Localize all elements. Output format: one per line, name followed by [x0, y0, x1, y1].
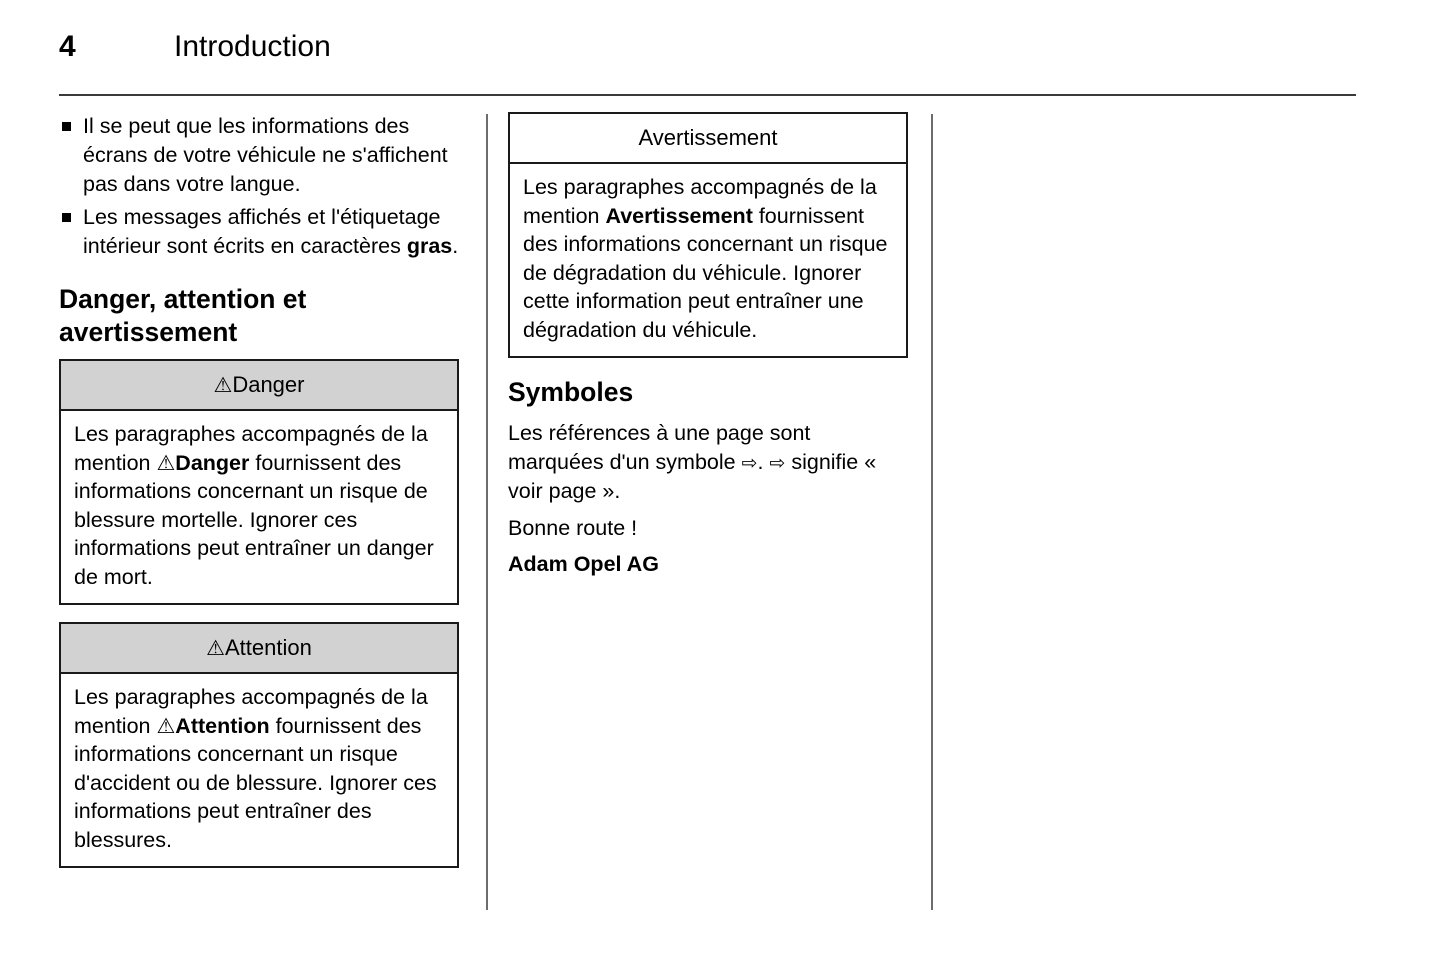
- column-separator-1: [486, 114, 488, 910]
- symboles-paragraph: Les références à une page sont marquées …: [508, 419, 908, 506]
- notice-title: Danger: [232, 372, 305, 397]
- warning-triangle-icon: ⚠: [156, 714, 176, 738]
- notice-header-danger: ⚠Danger: [61, 361, 457, 411]
- notice-body-part2: fournissent des informations concernant …: [74, 713, 437, 852]
- notice-box-avertissement: Avertissement Les paragraphes accompagné…: [508, 112, 908, 358]
- square-bullet-icon: [62, 122, 71, 131]
- notice-box-attention: ⚠Attention Les paragraphes accompagnés d…: [59, 622, 459, 868]
- notice-body-emphasis: Attention: [175, 713, 270, 738]
- notice-body-part2: fournissent des informations concernant …: [74, 450, 434, 589]
- warning-triangle-icon: ⚠: [156, 451, 176, 475]
- intro-bullet-list: Il se peut que les informations des écra…: [59, 112, 459, 261]
- page-title: Introduction: [174, 30, 331, 63]
- symboles-text-part3: signifie « voir page ».: [508, 449, 877, 504]
- page-header: 4 Introduction: [0, 0, 1445, 96]
- notice-body-part2: fournissent des informations concernant …: [523, 203, 888, 342]
- section-heading-symboles: Symboles: [508, 377, 634, 407]
- notice-body-avertissement: Les paragraphes accompagnés de la mentio…: [510, 164, 906, 356]
- left-column: Il se peut que les informations des écra…: [59, 112, 459, 868]
- column-separator-2: [931, 114, 933, 910]
- notice-body-part1: Les paragraphes accompagnés de la mentio…: [523, 175, 877, 228]
- square-bullet-icon: [62, 213, 71, 222]
- notice-body-part1: Les paragraphes accompagnés de la mentio…: [74, 685, 428, 738]
- notice-body-attention: Les paragraphes accompagnés de la mentio…: [61, 674, 457, 866]
- notice-header-attention: ⚠Attention: [61, 624, 457, 674]
- right-arrow-icon: ⇨: [769, 451, 786, 474]
- notice-title: Attention: [224, 635, 312, 660]
- closing-line: Bonne route !: [508, 515, 638, 540]
- list-item: Les messages affichés et l'étiquetage in…: [59, 203, 459, 261]
- right-arrow-icon: ⇨: [741, 451, 758, 474]
- notice-title: Avertissement: [638, 125, 778, 150]
- warning-triangle-icon: ⚠: [213, 374, 233, 397]
- middle-column: Avertissement Les paragraphes accompagné…: [508, 112, 908, 587]
- list-item-emphasis: gras: [406, 234, 453, 258]
- page-number: 4: [59, 30, 76, 63]
- list-item-text-end: .: [452, 234, 459, 258]
- notice-body-emphasis: Avertissement: [605, 203, 753, 228]
- notice-header-avertissement: Avertissement: [510, 114, 906, 164]
- notice-box-danger: ⚠Danger Les paragraphes accompagnés de l…: [59, 359, 459, 605]
- list-item-text: Les messages affichés et l'étiquetage in…: [83, 205, 441, 258]
- header-divider: [59, 94, 1356, 96]
- list-item: Il se peut que les informations des écra…: [59, 112, 459, 199]
- notice-body-part1: Les paragraphes accompagnés de la mentio…: [74, 422, 428, 475]
- notice-body-danger: Les paragraphes accompagnés de la mentio…: [61, 411, 457, 603]
- symboles-text-part1: Les références à une page sont marquées …: [508, 421, 811, 474]
- list-item-text: Il se peut que les informations des écra…: [83, 114, 448, 196]
- notice-body-emphasis: Danger: [175, 450, 250, 475]
- section-heading-danger: Danger, attention et avertissement: [59, 284, 307, 347]
- warning-triangle-icon: ⚠: [206, 637, 225, 660]
- symboles-text-part2: .: [757, 449, 770, 474]
- signature-line: Adam Opel AG: [508, 552, 659, 576]
